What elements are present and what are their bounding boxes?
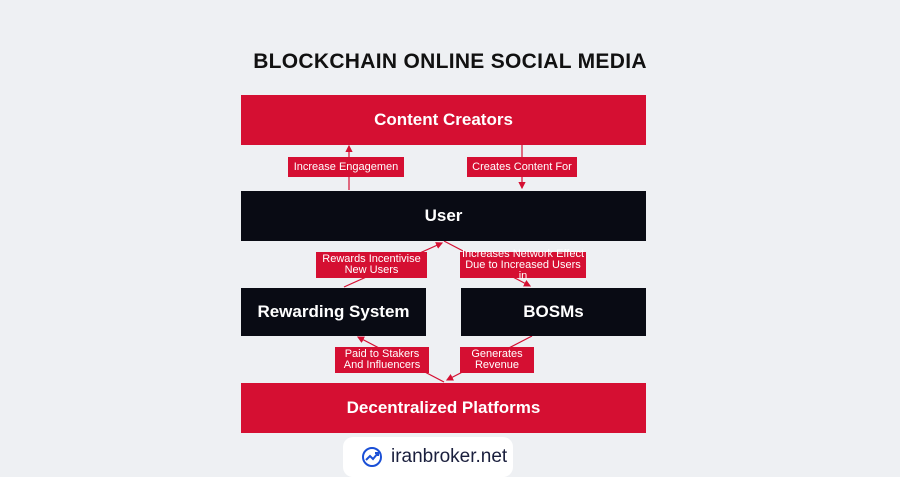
brand-badge[interactable]: iranbroker.net (343, 437, 513, 477)
edge-label-increase-engagement: Increase Engagemen (288, 157, 404, 177)
node-user: User (241, 191, 646, 241)
edge-label-increases-network-effect: Increases Network Effect Due to Increase… (460, 247, 586, 282)
node-decentralized-platforms: Decentralized Platforms (241, 383, 646, 433)
trend-chart-icon (362, 447, 382, 467)
edge-label-creates-content-for: Creates Content For (467, 157, 577, 177)
edge-label-rewards-incentivise: Rewards Incentivise New Users (316, 252, 427, 278)
brand-name: iranbroker.net (391, 446, 508, 467)
node-bosms: BOSMs (461, 288, 646, 336)
node-rewarding-system: Rewarding System (241, 288, 426, 336)
diagram-title: BLOCKCHAIN ONLINE SOCIAL MEDIA (253, 50, 647, 73)
node-content-creators: Content Creators (241, 95, 646, 145)
edge-label-generates-revenue: Generates Revenue (460, 347, 534, 373)
edge-label-paid-to-stakers: Paid to Stakers And Influencers (335, 347, 429, 373)
